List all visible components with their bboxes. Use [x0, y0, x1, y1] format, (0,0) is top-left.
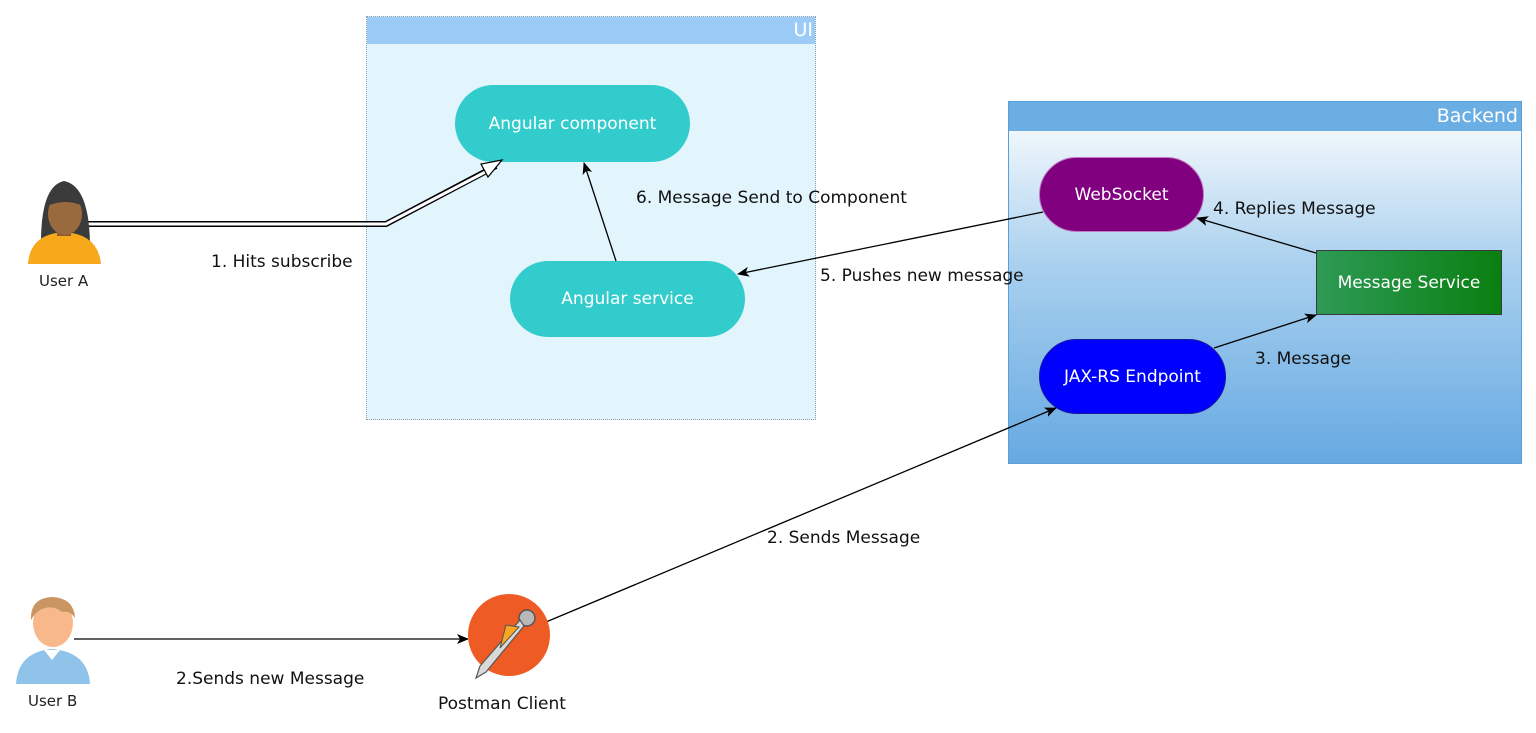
ui-container-header: UI [367, 17, 815, 44]
edge-service-to-component [582, 162, 617, 262]
postman-client-label: Postman Client [438, 694, 566, 714]
edge-label-hits-subscribe: 1. Hits subscribe [211, 252, 353, 272]
female-user-icon [28, 181, 101, 264]
message-service-node[interactable]: Message Service [1316, 250, 1502, 315]
edge-hits-subscribe [88, 159, 504, 227]
ui-container: UI [366, 16, 816, 420]
websocket-node[interactable]: WebSocket [1039, 157, 1204, 232]
angular-component-node[interactable]: Angular component [455, 85, 690, 162]
edge-messageservice-to-websocket [1196, 216, 1317, 254]
backend-container-header: Backend [1009, 102, 1521, 131]
edge-label-replies-message: 4. Replies Message [1213, 199, 1376, 219]
male-user-icon [16, 597, 90, 684]
edge-postman-to-jaxrs [545, 407, 1057, 623]
edge-label-pushes-new-message: 5. Pushes new message [820, 266, 1024, 286]
edge-websocket-to-service [737, 211, 1044, 277]
backend-container-title: Backend [1436, 105, 1518, 127]
angular-service-node[interactable]: Angular service [510, 261, 745, 337]
user-a-label: User A [39, 272, 89, 290]
ui-container-title: UI [793, 19, 813, 41]
edge-label-sends-new-message: 2.Sends new Message [176, 669, 365, 689]
edge-label-sends-message: 2. Sends Message [767, 528, 921, 548]
edge-label-message: 3. Message [1255, 349, 1352, 369]
edge-jaxrs-to-messageservice [1213, 313, 1317, 349]
user-b-label: User B [28, 692, 78, 710]
edge-label-send-to-component: 6. Message Send to Component [636, 188, 907, 208]
postman-logo-icon [468, 594, 550, 680]
jax-rs-endpoint-node[interactable]: JAX-RS Endpoint [1039, 339, 1226, 414]
